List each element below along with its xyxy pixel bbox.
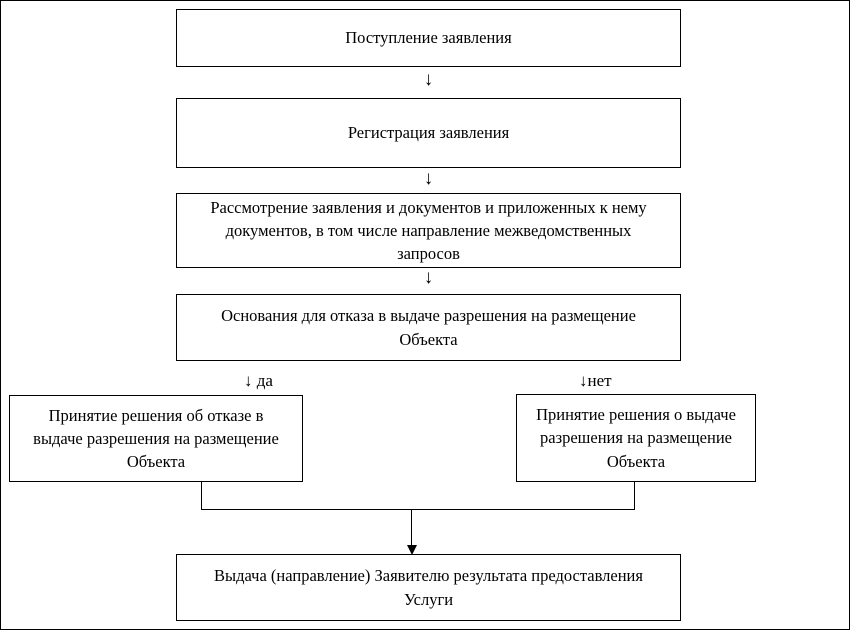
flow-box-review: Рассмотрение заявления и документов и пр…: [176, 193, 681, 268]
connector-middle-vertical: [411, 509, 412, 546]
flow-box-result: Выдача (направление) Заявителю результат…: [176, 554, 681, 621]
flow-box-refusal-decision: Принятие решения об отказе в выдаче разр…: [9, 395, 303, 482]
flow-box-grounds: Основания для отказа в выдаче разрешения…: [176, 294, 681, 361]
connector-left-vertical: [201, 482, 202, 509]
flow-box-issue-decision: Принятие решения о выдаче разрешения на …: [516, 394, 756, 482]
branch-label-yes: ↓ да: [244, 371, 273, 390]
flow-box-registration: Регистрация заявления: [176, 98, 681, 168]
branch-label-no: ↓нет: [579, 371, 612, 390]
flow-box-receipt: Поступление заявления: [176, 9, 681, 67]
arrowhead-down-icon: [407, 545, 417, 555]
arrow-down-icon: ↓: [423, 168, 434, 189]
arrow-down-icon: ↓: [423, 69, 434, 90]
arrow-down-icon: ↓: [423, 267, 434, 288]
connector-merge-horizontal: [201, 509, 635, 510]
connector-right-vertical: [634, 482, 635, 509]
